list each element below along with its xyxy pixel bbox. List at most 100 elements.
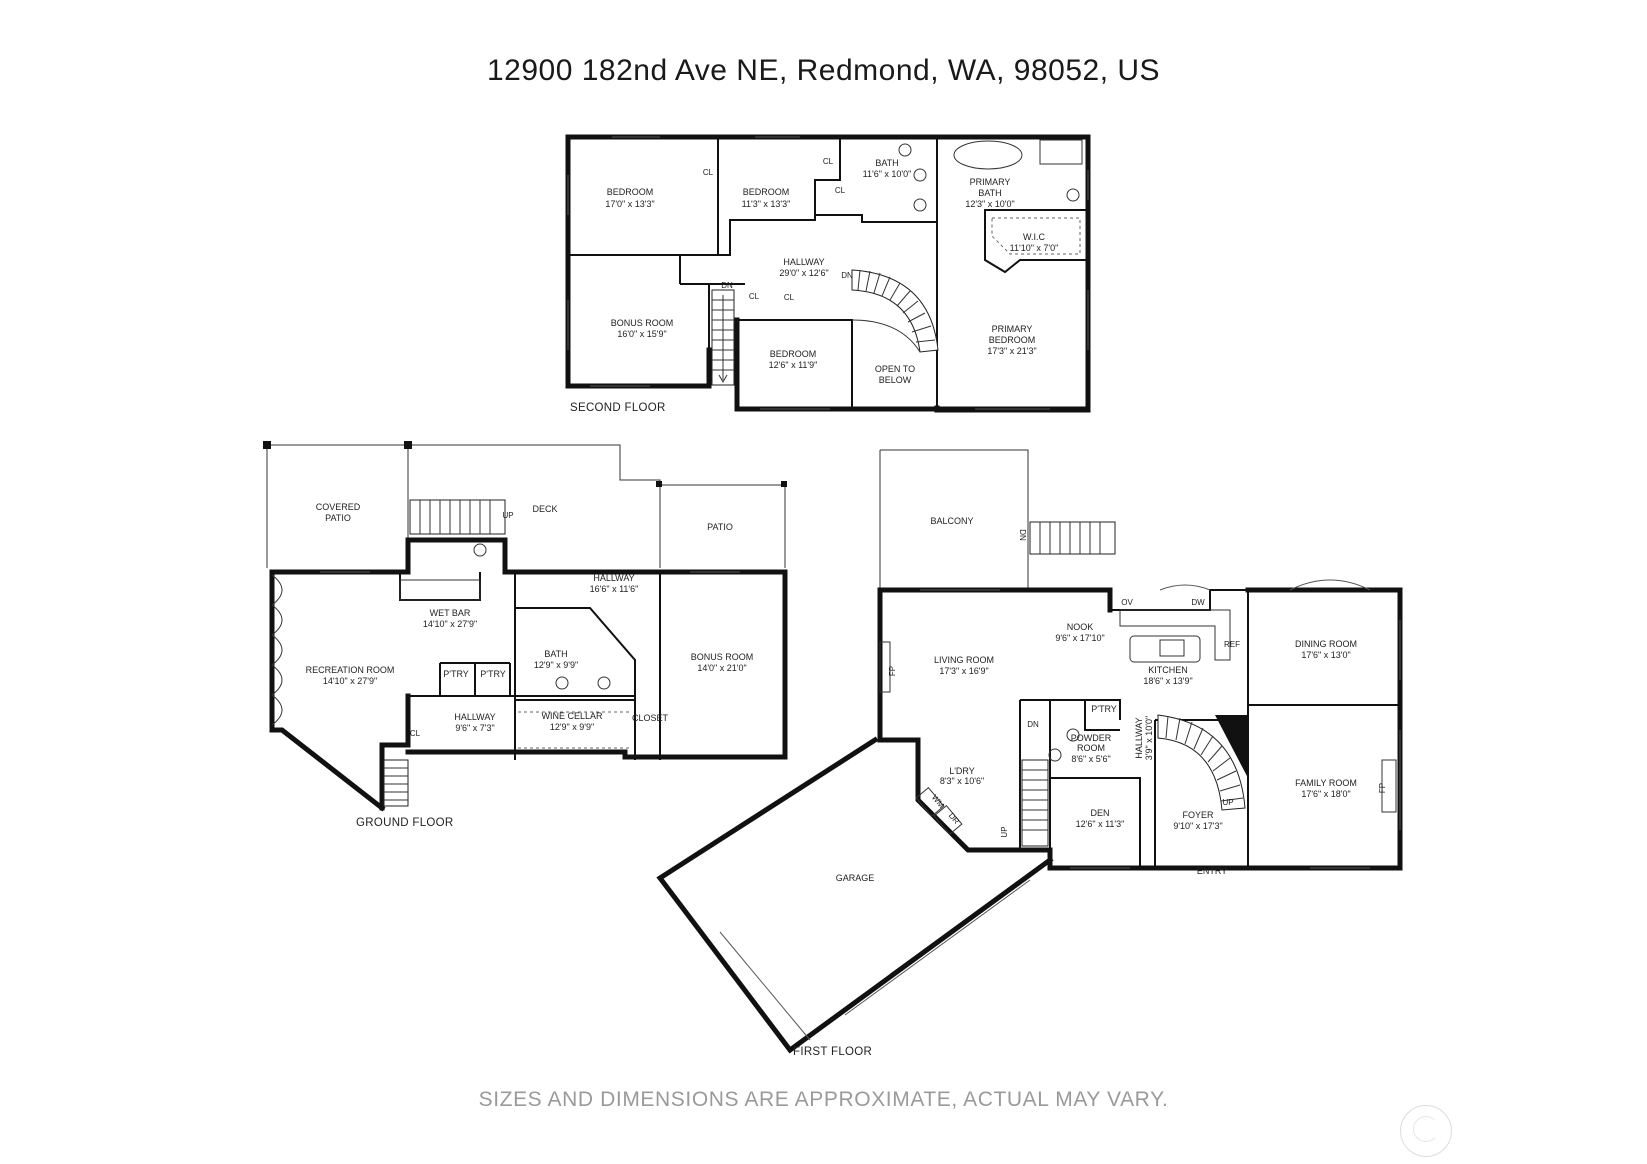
closet-mark: CL [410,729,421,738]
room-name: FAMILY ROOM [1295,778,1357,788]
room-name: W.I.C [1023,232,1045,242]
room-name: BEDROOM [743,187,790,197]
room-size: 17'6" x 18'0" [1301,789,1350,799]
room-name: P'TRY [1091,704,1117,714]
first-floor-straight-stair [1021,759,1049,847]
ground-floor-stair [383,759,409,807]
sink-icon [913,198,927,212]
page-title: 12900 182nd Ave NE, Redmond, WA, 98052, … [486,54,1161,87]
second-floor-label: SECOND FLOOR [570,402,666,414]
room-size: 12'6" x 11'3" [1076,819,1125,829]
room-name: GARAGE [836,873,875,883]
room-size: 9'6" x 7'3" [455,723,494,733]
shower-icon [1039,139,1083,165]
room-name: P'TRY [480,669,506,679]
room-name: RECREATION ROOM [306,665,395,675]
fireplace-icon [879,641,891,693]
closet-mark: CL [823,157,834,166]
down-mark: DN [721,281,733,290]
room-name: DECK [532,504,557,514]
room-size: 17'6" x 13'0" [1301,650,1350,660]
ground-floor-plan: COVERED PATIO DECK PATIO WET BAR 14'10" … [263,441,788,829]
room-name: OPEN TO [875,364,915,374]
closet-mark: CL [749,292,760,301]
toilet-icon [898,143,912,157]
disclaimer-text: SIZES AND DIMENSIONS ARE APPROXIMATE, AC… [478,1088,1169,1111]
room-size: 18'6" x 13'9" [1143,676,1192,686]
cooktop-icon [1159,639,1185,657]
room-size: 12'9" x 9'9" [550,722,594,732]
foyer-curved-stair [1157,714,1248,811]
bar-counter-icon [399,579,481,601]
room-name: WET BAR [430,608,471,618]
down-mark: DN [1018,529,1027,541]
room-name: BEDROOM [607,187,654,197]
room-name: FOYER [1182,810,1214,820]
post-icon [781,481,787,487]
toilet-icon [1066,728,1080,742]
up-mark: UP [1000,826,1009,837]
room-name: HALLWAY [454,712,495,722]
room-size: 14'0" x 21'0" [697,663,746,673]
room-name: BATH [978,188,1001,198]
room-name: HALLWAY [593,573,634,583]
room-name: ROOM [1077,743,1105,753]
entry-label: ENTRY [1197,866,1227,876]
room-name: PATIO [707,522,733,532]
room-name: NOOK [1067,622,1094,632]
room-size: 17'3" x 21'3" [987,346,1036,356]
room-size: 14'10" x 27'9" [423,619,477,629]
room-name: CLOSET [632,713,669,723]
room-size: 9'6" x 17'10" [1055,633,1104,643]
deck-stair [409,499,506,535]
up-mark: UP [502,511,513,520]
room-size: 9'10" x 17'3" [1173,821,1222,831]
room-size: 17'0" x 13'3" [605,199,654,209]
room-size: 11'10" x 7'0" [1010,243,1059,253]
toilet-icon [1066,188,1080,202]
room-name: P'TRY [443,669,469,679]
down-mark: DN [1027,720,1039,729]
kitchen-island [1129,635,1201,663]
second-floor-curved-stair [851,269,939,353]
refrigerator-mark: REF [1224,640,1240,649]
room-size: 14'10" x 27'9" [323,676,377,686]
room-name: BONUS ROOM [691,652,754,662]
room-name: PRIMARY [970,177,1011,187]
sink-icon [913,168,927,182]
down-mark: DN [841,271,853,280]
first-floor-plan: BALCONY NOOK 9'6" x 17'10" LIVING ROOM 1… [656,449,1403,1058]
sink-icon [1048,748,1062,762]
room-size: 3'9" x 10'0" [1144,716,1154,760]
room-size: 8'6" x 5'6" [1071,754,1110,764]
second-floor-straight-stair [711,289,735,386]
room-name: HALLWAY [783,257,824,267]
toilet-icon [597,676,611,690]
room-name: BALCONY [930,516,973,526]
room-name: WINE CELLAR [541,711,603,721]
fireplace-mark: FP [888,666,897,676]
room-size: 11'6" x 10'0" [863,169,912,179]
room-size: 17'3" x 16'9" [939,666,988,676]
dishwasher-mark: DW [1191,598,1205,607]
balcony-stair [1029,521,1116,555]
oven-mark: OV [1121,598,1133,607]
room-name: BONUS ROOM [611,318,674,328]
room-name: PRIMARY [992,324,1033,334]
watermark-logo [1400,1105,1452,1157]
room-name: BEDROOM [770,349,817,359]
room-name: HALLWAY [1134,717,1144,758]
post-icon [656,481,662,487]
ground-floor-label: GROUND FLOOR [356,817,454,829]
dryer-icon [933,804,963,836]
room-name: DINING ROOM [1295,639,1357,649]
room-size: 16'6" x 11'6" [590,584,639,594]
room-name: LIVING ROOM [934,655,994,665]
room-name: PATIO [325,513,351,523]
post-icon [404,441,412,449]
room-size: 12'6" x 11'9" [769,360,818,370]
room-name: BEDROOM [989,335,1036,345]
bathtub-icon [953,140,1023,170]
room-name: KITCHEN [1148,665,1188,675]
